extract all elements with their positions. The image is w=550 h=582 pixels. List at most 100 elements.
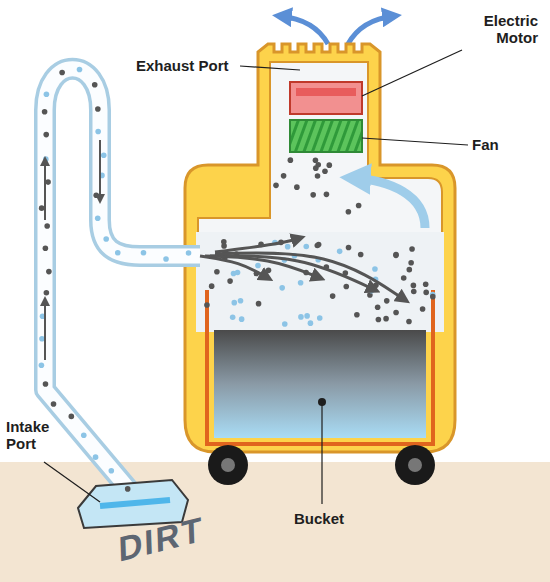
dirt-particle xyxy=(39,336,45,342)
dirt-particle xyxy=(163,256,169,262)
dirt-particle xyxy=(43,245,49,251)
dirt-particle xyxy=(59,70,65,76)
flow-arrow xyxy=(210,256,375,290)
part-label: Exhaust Port xyxy=(136,57,240,74)
dirt-particle xyxy=(330,293,336,299)
dirt-particle xyxy=(298,280,304,286)
dirt-particle xyxy=(221,243,227,249)
dirt-particle xyxy=(209,283,215,289)
dirt-particle xyxy=(393,310,399,316)
dirt-particle xyxy=(44,91,50,97)
leader-line xyxy=(44,462,100,502)
part-label: Fan xyxy=(472,136,532,153)
dirt-particle xyxy=(354,312,360,318)
leader-line xyxy=(362,50,462,96)
dirt-particle xyxy=(231,300,237,306)
dirt-particle xyxy=(294,184,300,190)
dirt-particle xyxy=(46,269,52,275)
part-label: Bucket xyxy=(294,510,374,527)
dirt-particle xyxy=(411,289,417,295)
dirt-particle xyxy=(109,468,115,474)
dirt-particle xyxy=(45,179,51,185)
dirt-particle xyxy=(317,315,323,321)
dirt-particles xyxy=(39,67,436,492)
leader-dot xyxy=(318,398,326,406)
dirt-chamber xyxy=(196,232,444,332)
dirt-particle xyxy=(239,316,245,322)
floor xyxy=(0,462,550,582)
dirt-particle xyxy=(430,294,436,300)
water xyxy=(214,330,426,438)
wheel xyxy=(395,445,435,485)
dirt-particle xyxy=(214,269,220,275)
dirt-particle xyxy=(401,275,407,281)
dirt-particle xyxy=(39,205,45,211)
dirt-particle xyxy=(383,316,389,322)
dirt-particle xyxy=(238,298,244,304)
dirt-particle xyxy=(343,284,349,290)
exhaust-arrow xyxy=(280,16,328,44)
dirt-particle xyxy=(282,321,288,327)
motor-symbol xyxy=(290,82,362,114)
flow-arrows xyxy=(45,140,405,360)
wheel-hub xyxy=(221,458,235,472)
dirt-particle xyxy=(375,304,381,310)
vacuum-body xyxy=(185,44,455,452)
dirt-particle xyxy=(95,106,101,112)
fan-symbol xyxy=(290,120,362,152)
dirt-particle xyxy=(303,244,309,250)
wheel-hub xyxy=(408,458,422,472)
flow-arrow xyxy=(44,160,46,220)
dirt-particle xyxy=(406,319,412,325)
hose xyxy=(45,69,200,497)
dirt-particle xyxy=(101,152,107,158)
dirt-particle xyxy=(308,320,314,326)
dirt-particle xyxy=(393,253,399,259)
dirt-particle xyxy=(298,314,304,320)
dirt-particle xyxy=(423,290,429,296)
dirt-particle xyxy=(81,432,87,438)
dirt-particle xyxy=(204,302,210,308)
flow-arrow xyxy=(215,238,300,252)
dirt-particle xyxy=(281,173,287,179)
dirt-particle xyxy=(93,454,99,460)
leader-line xyxy=(240,66,300,70)
flow-arrow xyxy=(215,253,405,300)
dirt-particle xyxy=(95,129,101,135)
dirt-particle xyxy=(409,246,415,252)
part-label: Intake Port xyxy=(6,418,66,453)
dirt-particle xyxy=(411,283,417,289)
bucket-outline xyxy=(207,290,433,444)
dirt-particle xyxy=(227,278,233,284)
dirt-particle xyxy=(44,290,50,296)
dirt-particle xyxy=(141,250,147,256)
flow-arrow xyxy=(44,300,46,360)
dirt-particle xyxy=(356,203,362,209)
dirt-particle xyxy=(103,236,109,242)
dirt-particle xyxy=(93,192,99,198)
dirt-particle xyxy=(235,270,241,276)
dirt-particle xyxy=(39,362,45,368)
dirt-particle xyxy=(407,267,413,273)
dirt-particle xyxy=(423,281,429,287)
dirt-particle xyxy=(315,162,321,168)
part-label: Electric Motor xyxy=(462,12,538,47)
dirt-particle xyxy=(95,215,101,221)
dirt-particle xyxy=(384,298,390,304)
dirt-particle xyxy=(43,132,49,138)
dirt-particle xyxy=(324,192,330,198)
dirt-particle xyxy=(255,263,261,269)
dirt-particle xyxy=(322,168,328,174)
leader-line xyxy=(362,138,468,145)
dirt-particle xyxy=(43,381,49,387)
flow-arrow xyxy=(99,140,101,200)
dirt-particle xyxy=(346,209,352,215)
exhaust-arrow xyxy=(348,16,394,44)
dirt-particle xyxy=(304,313,310,319)
dirt-particle xyxy=(376,317,382,323)
leader-line xyxy=(321,404,322,504)
dirt-particle xyxy=(266,268,272,274)
dirt-particle xyxy=(256,301,262,307)
flow-arrow xyxy=(205,256,320,278)
